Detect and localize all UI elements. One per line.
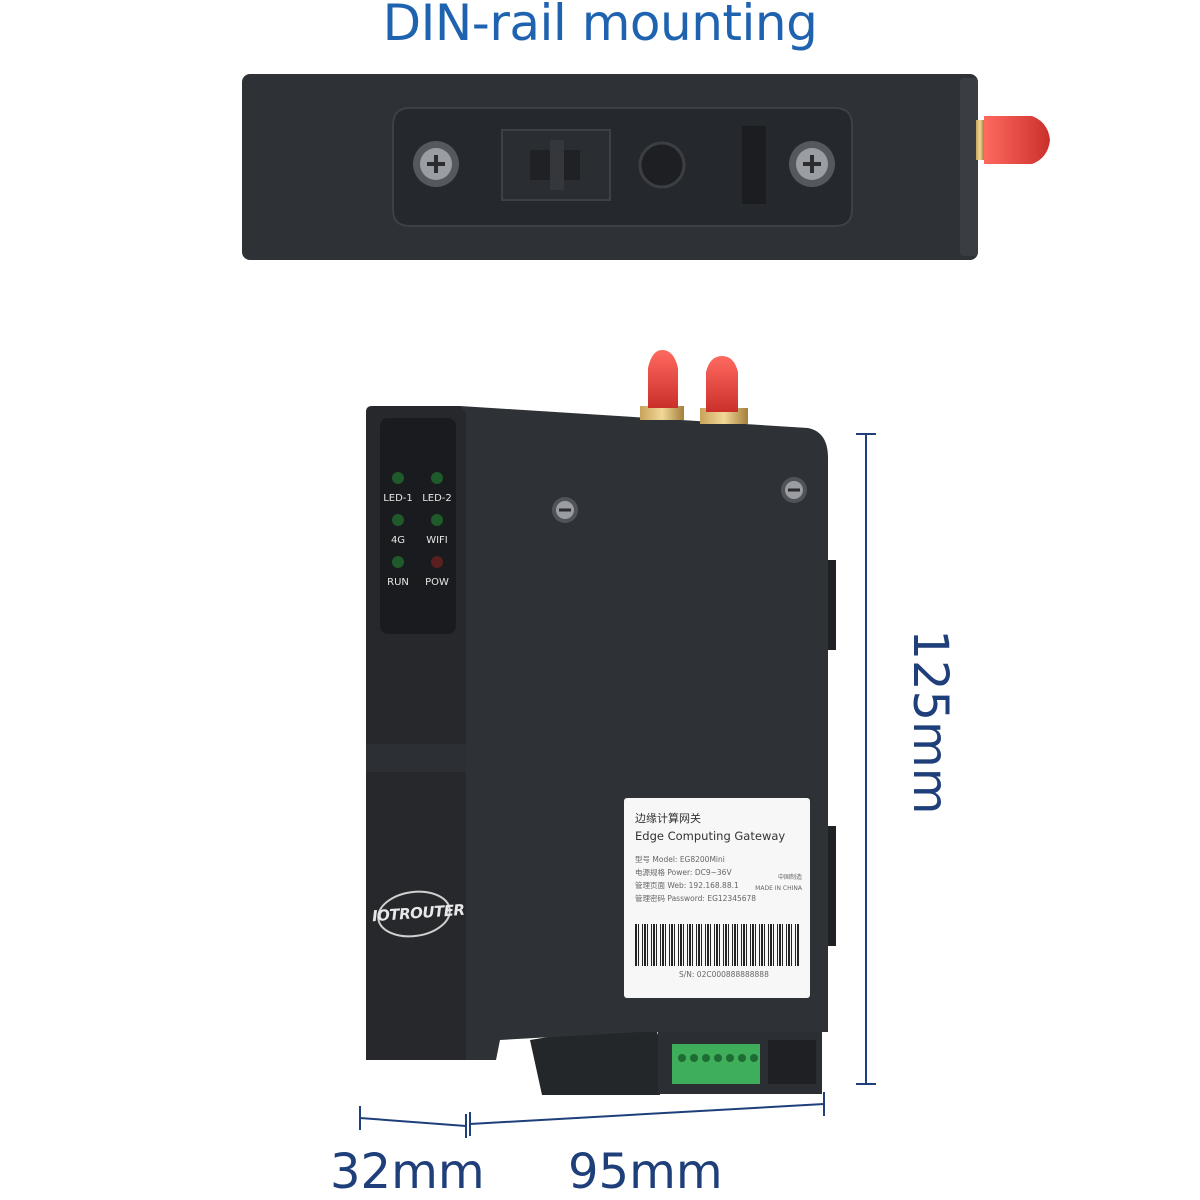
led-label-led1: LED-1 (383, 493, 413, 504)
label-origin: 中国制造 MADE IN CHINA (755, 872, 802, 894)
led-label-4g: 4G (390, 535, 406, 546)
led-label-run: RUN (387, 577, 409, 588)
label-specs: 型号 Model: EG8200Mini 电源规格 Power: DC9~36V… (635, 853, 800, 905)
led-label-wifi: WIFI (426, 535, 448, 546)
label-web: 管理页面 Web: 192.168.88.1 (635, 881, 739, 890)
label-serial: S/N: 02C000888888888 (679, 970, 769, 979)
led-label-pow: POW (425, 577, 449, 588)
product-label: 边缘计算网关 Edge Computing Gateway 型号 Model: … (624, 798, 810, 998)
dimension-height: 125mm (902, 629, 958, 815)
page-title: DIN-rail mounting (382, 0, 818, 52)
led-label-led2: LED-2 (422, 493, 452, 504)
label-origin-en: MADE IN CHINA (755, 885, 802, 892)
label-model: 型号 Model: EG8200Mini (635, 855, 725, 864)
dimension-depth: 32mm (330, 1144, 485, 1200)
label-origin-cn: 中国制造 (777, 874, 802, 881)
dimension-lines (359, 433, 876, 1138)
dimension-width: 95mm (568, 1144, 723, 1200)
led-indicators (392, 472, 443, 568)
label-title-cn: 边缘计算网关 (635, 812, 701, 825)
terminal-pins (678, 1054, 758, 1062)
label-title-en: Edge Computing Gateway (635, 829, 786, 843)
top-view-device (242, 74, 1050, 260)
label-power: 电源规格 Power: DC9~36V (635, 868, 732, 877)
label-password: 管理密码 Password: EG12345678 (635, 894, 757, 903)
barcode (635, 924, 799, 966)
